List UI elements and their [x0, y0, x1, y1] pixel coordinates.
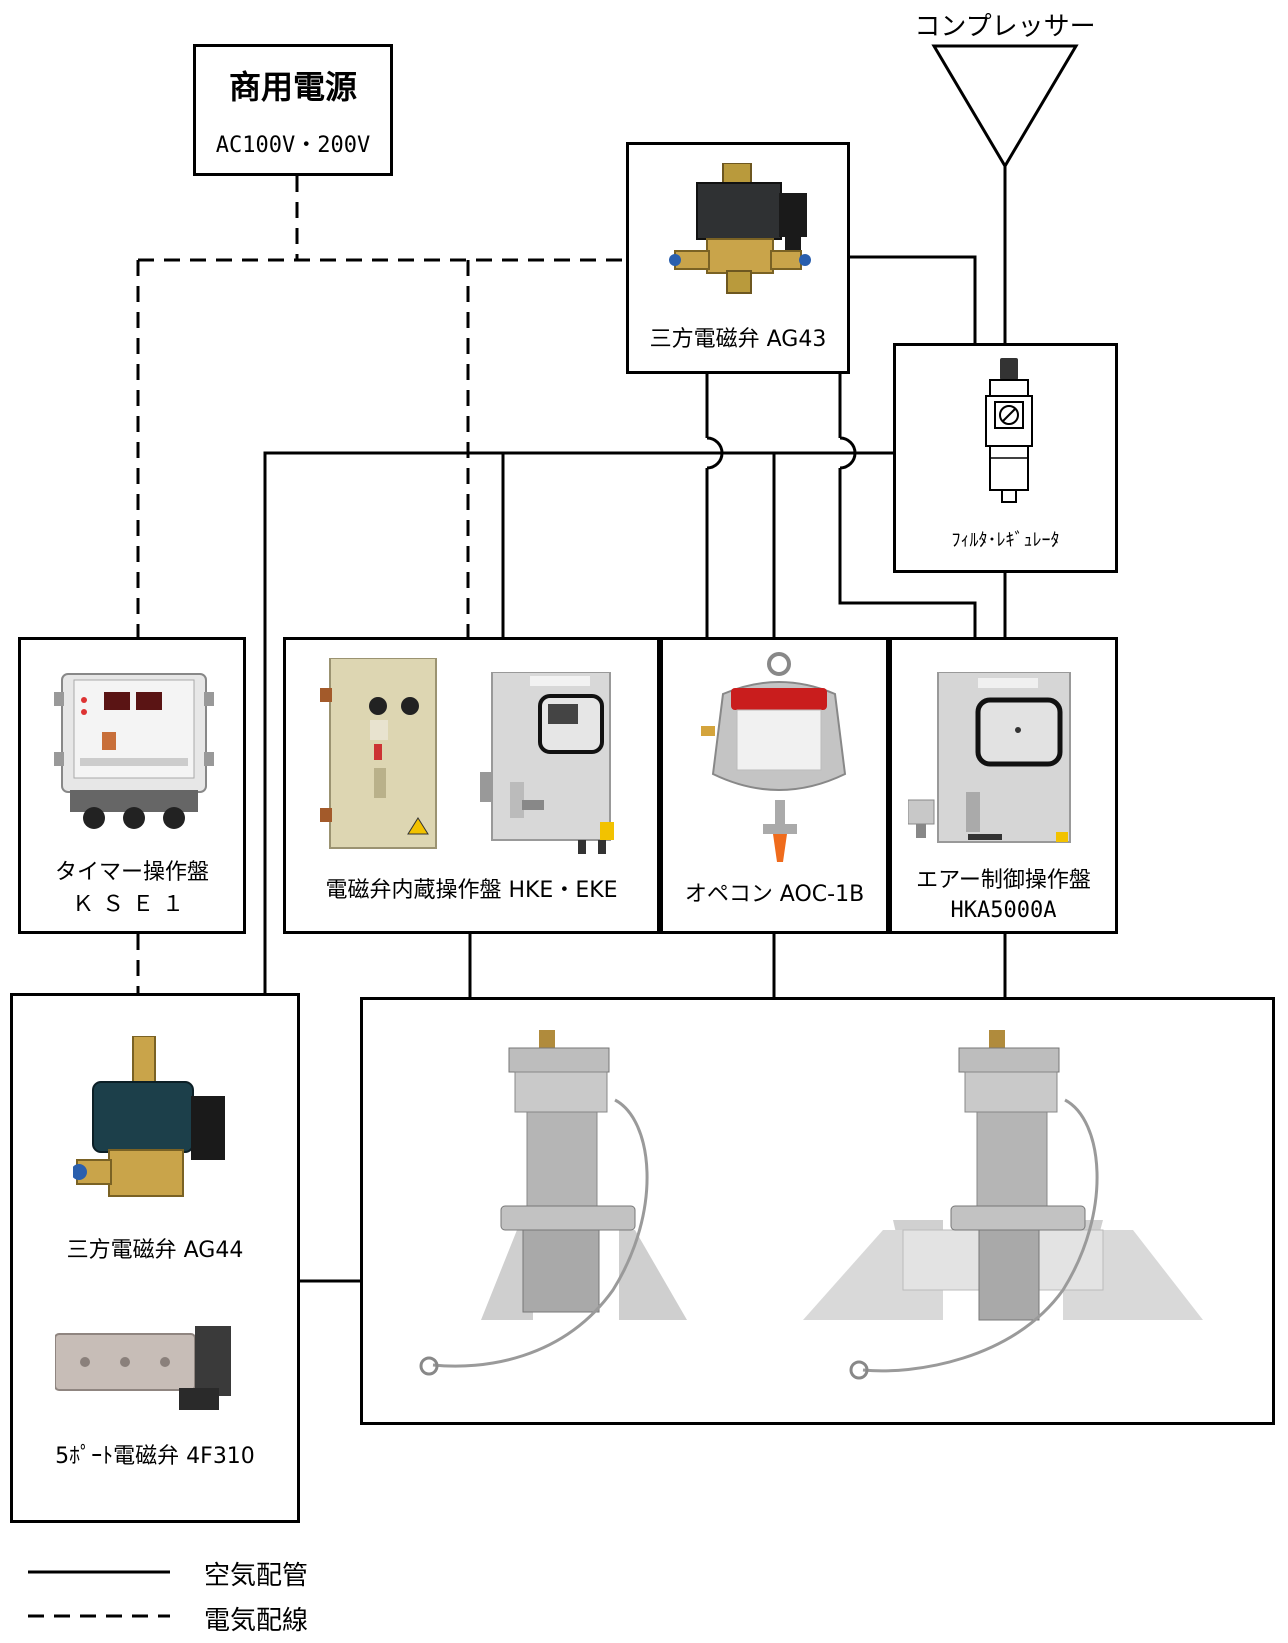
legend-label-electric: 電気配線 [204, 1600, 308, 1637]
timer-panel-box: タイマー操作盤 ＫＳＥ１ [18, 637, 246, 934]
valve-4f310-photo [55, 1326, 245, 1412]
air-panel-photo [908, 672, 1092, 852]
timer-panel-label-1: タイマー操作盤 [21, 858, 243, 888]
air-panel-label-2: HKA5000A [892, 896, 1115, 926]
legend-lines [26, 1560, 176, 1630]
power-supply-box: 商用電源 AC100V・200V [193, 44, 393, 176]
valve-ag44-photo [73, 1036, 233, 1216]
filter-regulator-photo [984, 358, 1034, 508]
valve-4f310-label: 5ﾎﾟｰﾄ電磁弁 4F310 [13, 1442, 297, 1472]
solenoid-panel-photo-2 [478, 672, 628, 858]
opecon-label: オペコン AOC-1B [663, 880, 886, 910]
valve-ag43-label: 三方電磁弁 AG43 [629, 325, 847, 355]
solenoid-panel-photo-1 [310, 658, 450, 854]
timer-panel-photo [54, 670, 214, 830]
filter-regulator-box: ﾌｨﾙﾀ･ﾚｷﾞｭﾚｰﾀ [893, 343, 1118, 573]
legend-label-air: 空気配管 [204, 1555, 308, 1592]
knocker-unit-photo-1 [393, 1030, 693, 1410]
compressor-symbol [934, 46, 1076, 166]
knocker-unit-photo-2 [803, 1030, 1243, 1410]
valve-ag43-box: 三方電磁弁 AG43 [626, 142, 850, 374]
timer-panel-label-2: ＫＳＥ１ [21, 890, 243, 920]
knocker-units-box [360, 997, 1275, 1425]
power-voltage: AC100V・200V [196, 131, 390, 161]
opecon-photo [683, 650, 873, 870]
air-line [850, 257, 975, 345]
valves-box: 三方電磁弁 AG44 5ﾎﾟｰﾄ電磁弁 4F310 [10, 993, 300, 1523]
opecon-box: オペコン AOC-1B [660, 637, 889, 934]
valve-ag43-photo [667, 163, 817, 311]
air-panel-label-1: エアー制御操作盤 [892, 866, 1115, 896]
air-panel-box: エアー制御操作盤 HKA5000A [889, 637, 1118, 934]
power-title: 商用電源 [196, 67, 390, 107]
filter-regulator-label: ﾌｨﾙﾀ･ﾚｷﾞｭﾚｰﾀ [896, 526, 1115, 556]
compressor-label: コンプレッサー [910, 6, 1100, 43]
solenoid-panel-box: 電磁弁内蔵操作盤 HKE・EKE [283, 637, 660, 934]
valve-ag44-label: 三方電磁弁 AG44 [13, 1236, 297, 1266]
solenoid-panel-label: 電磁弁内蔵操作盤 HKE・EKE [286, 876, 657, 906]
